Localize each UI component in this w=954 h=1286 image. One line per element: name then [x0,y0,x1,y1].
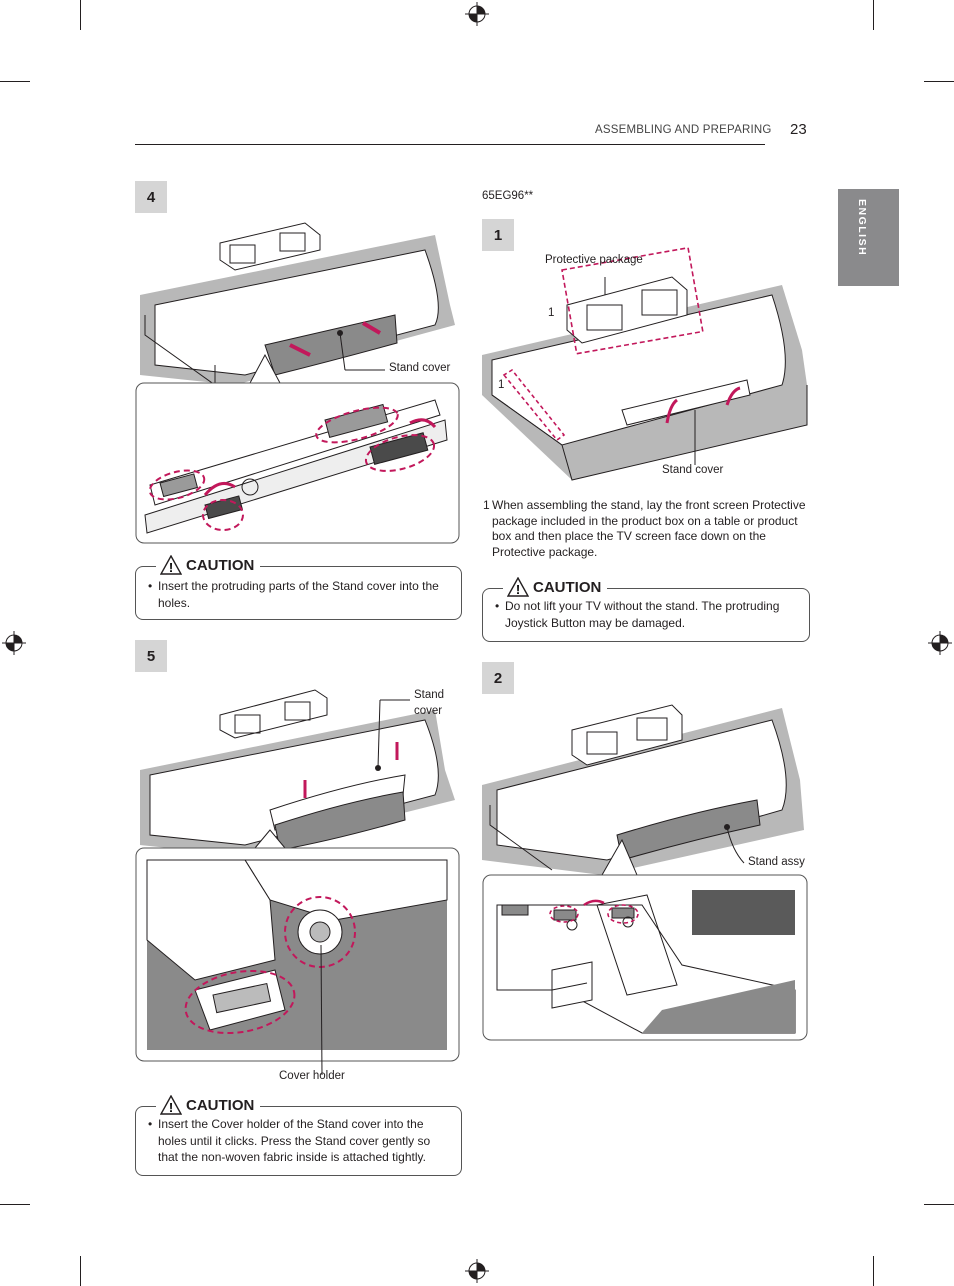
step-2-number: 2 [482,662,514,694]
language-tab: ENGLISH [838,189,899,286]
crop-mark [873,0,874,30]
model-name: 65EG96** [482,190,534,202]
callout-ref-1: 1 [548,307,555,319]
caution-text: Insert the Cover holder of the Stand cov… [158,1117,431,1164]
step-2-illustration [482,704,808,1041]
svg-text:!: ! [516,582,520,597]
callout-ref-1b: 1 [498,379,505,391]
crop-mark [0,1204,30,1205]
step-5-caution-box: ! CAUTION •Insert the Cover holder of th… [135,1095,462,1176]
page-number: 23 [790,121,807,138]
registration-mark-icon [465,2,489,26]
caution-title: CAUTION [533,578,602,596]
step-4-number: 4 [135,181,167,213]
language-tab-label: ENGLISH [856,199,868,257]
warning-triangle-icon: ! [507,577,529,597]
callout-protective-package: Protective package [545,254,643,266]
registration-mark-icon [2,631,26,655]
caution-title: CAUTION [186,1096,255,1114]
registration-mark-icon [465,1259,489,1283]
crop-mark [0,81,30,82]
svg-text:!: ! [169,1100,173,1115]
callout-stand-cover-line2: cover [414,705,443,717]
callout-stand-cover: Stand cover [662,464,724,476]
caution-header: ! CAUTION [503,577,608,597]
caution-text: Insert the protruding parts of the Stand… [158,579,439,610]
step-4-caution-box: ! CAUTION •Insert the protruding parts o… [135,555,462,620]
footnote-text: When assembling the stand, lay the front… [492,498,806,559]
warning-triangle-icon: ! [160,555,182,575]
registration-mark-icon [928,631,952,655]
step-4-illustration [135,222,460,544]
caution-text: Do not lift your TV without the stand. T… [505,599,780,630]
caution-item: •Do not lift your TV without the stand. … [495,599,780,630]
caution-header: ! CAUTION [156,555,261,575]
step-1-illustration [482,246,808,481]
crop-mark [80,1256,81,1286]
crop-mark [924,81,954,82]
footnote-marker: 1 [483,498,490,512]
section-title: ASSEMBLING AND PREPARING [595,124,772,136]
crop-mark [873,1256,874,1286]
svg-text:!: ! [169,560,173,575]
warning-triangle-icon: ! [160,1095,182,1115]
caution-title: CAUTION [186,556,255,574]
crop-mark [924,1204,954,1205]
step-1-caution-box: ! CAUTION •Do not lift your TV without t… [482,577,810,642]
step-5-illustration [135,689,460,1076]
caution-header: ! CAUTION [156,1095,261,1115]
step-5-number: 5 [135,640,167,672]
step-1-number: 1 [482,219,514,251]
caution-item: •Insert the protruding parts of the Stan… [148,579,439,610]
callout-stand-cover-line1: Stand [414,689,445,701]
footnote: 1 When assembling the stand, lay the fro… [483,498,808,560]
callout-stand-assy: Stand assy [748,856,805,868]
crop-mark [80,0,81,30]
callout-stand-cover: Stand cover [389,362,451,374]
callout-cover-holder: Cover holder [279,1070,345,1082]
header-rule [135,144,765,145]
caution-item: •Insert the Cover holder of the Stand co… [148,1117,431,1164]
